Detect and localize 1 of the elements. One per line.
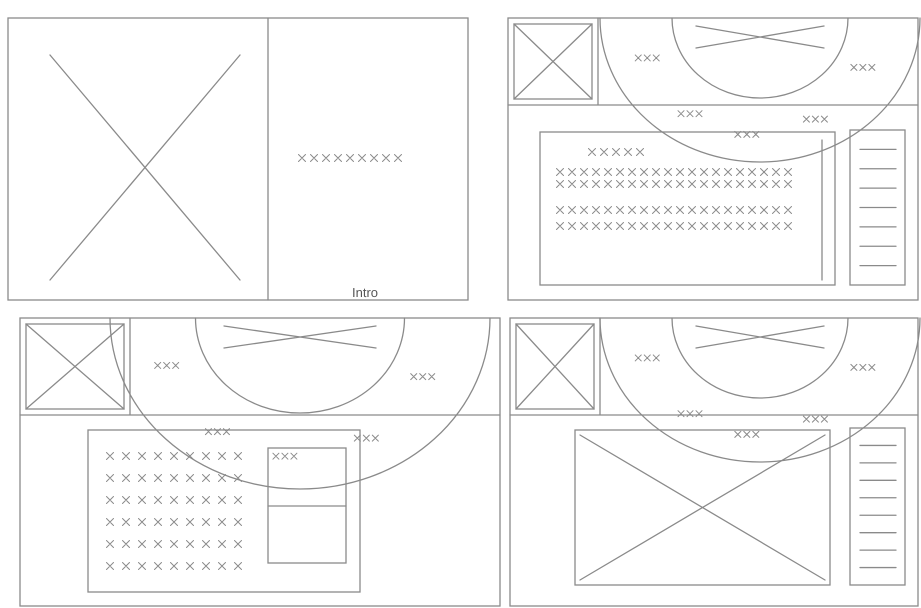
page-label: Intro xyxy=(352,284,378,302)
